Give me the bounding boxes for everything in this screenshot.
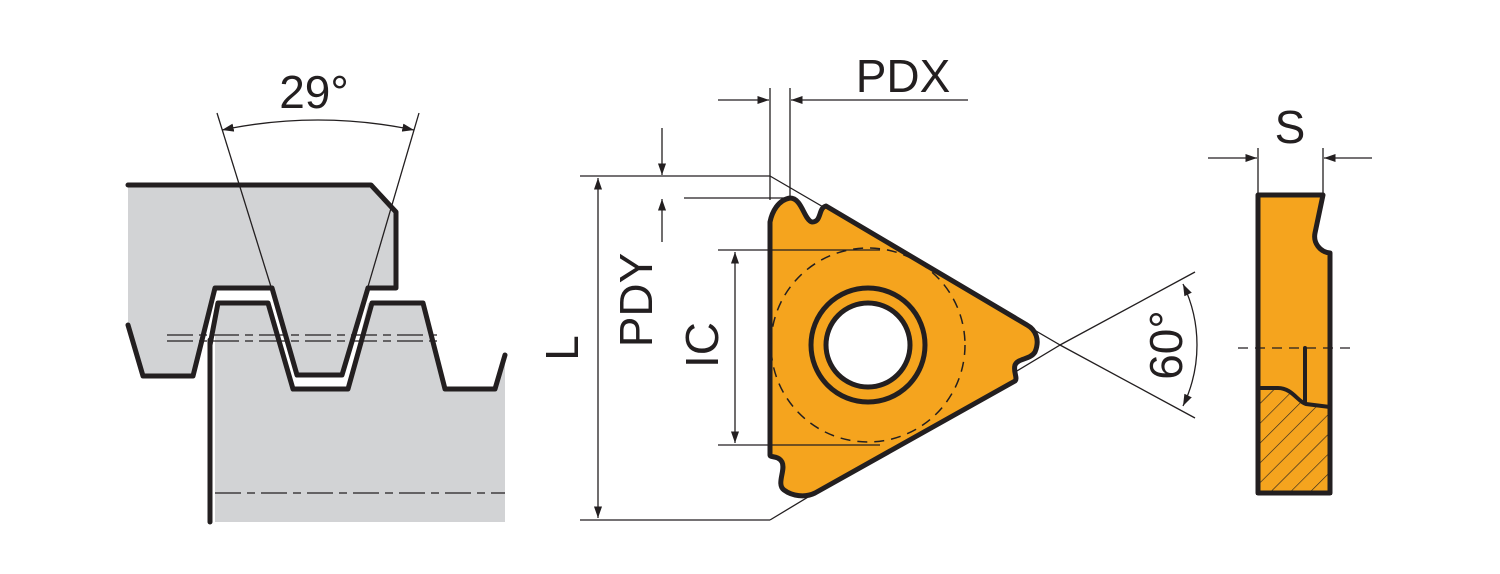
hatched-section — [1256, 386, 1332, 495]
thread-angle-label: 29° — [279, 66, 349, 118]
thickness-label: S — [1275, 101, 1306, 153]
pdy-label: PDY — [610, 253, 662, 348]
lower-thread-line — [207, 300, 508, 392]
ic-label: IC — [676, 322, 728, 368]
angle-leg-right — [366, 112, 420, 291]
upper-thread-line — [125, 285, 371, 379]
length-label: L — [536, 335, 588, 361]
workpiece-lower — [215, 303, 505, 522]
thread-profile-view: 29° — [125, 66, 508, 525]
upper-outline — [125, 182, 399, 291]
angle-leg-left — [216, 112, 273, 291]
insert-hole — [823, 300, 913, 390]
insert-angle-label: 60° — [1140, 310, 1192, 380]
insert-side-view: S — [1208, 101, 1372, 496]
angle-leg-top — [1059, 271, 1196, 346]
insert-hole-ring — [808, 285, 928, 405]
pdx-label: PDX — [856, 50, 951, 102]
ic-circle — [770, 247, 966, 443]
angle-arc-29 — [221, 119, 415, 132]
workpiece-upper — [128, 185, 396, 376]
insert-front-view: L PDY IC PDX 60° — [536, 50, 1198, 521]
angle-leg-bottom — [1059, 344, 1196, 419]
angle-arc-60 — [1182, 283, 1198, 407]
